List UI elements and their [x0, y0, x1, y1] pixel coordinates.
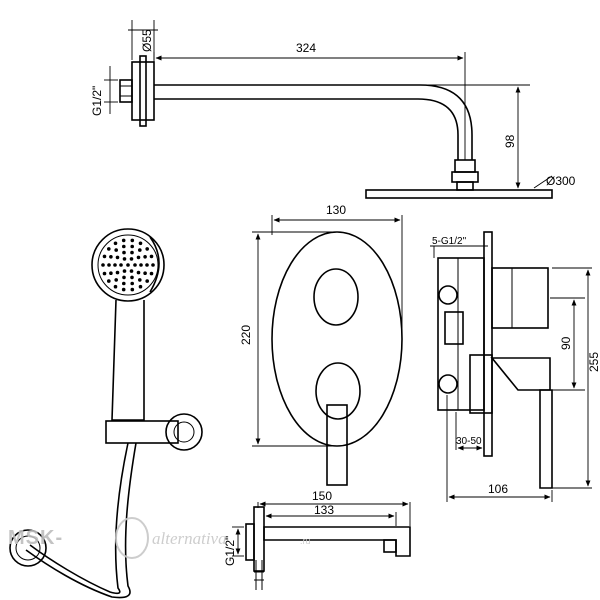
dim-98-label: 98: [503, 134, 517, 148]
wall-plate: [483, 231, 493, 457]
spray-nozzle: [129, 257, 134, 261]
side-upper-knob: [491, 267, 549, 329]
spray-nozzle: [130, 244, 134, 249]
spray-nozzle: [122, 281, 126, 286]
hand-shower-view: [9, 228, 203, 599]
wall-holder: [105, 420, 179, 444]
spray-nozzle: [122, 269, 127, 273]
inlet-port-lower: [438, 374, 458, 394]
spray-nozzle: [130, 275, 134, 280]
spray-nozzle: [107, 263, 111, 267]
spray-nozzle: [102, 254, 107, 259]
hand-shower-handle: [111, 299, 145, 421]
dim-d55-label: Ø55: [140, 29, 154, 52]
dim-150-label: 150: [312, 489, 332, 503]
mixer-front-view: 130 220: [239, 203, 403, 486]
bath-spout-view: 150 133 G1/2": [223, 489, 411, 590]
watermark-domain: .ru: [300, 536, 311, 546]
spray-nozzle: [122, 257, 127, 261]
spray-nozzle: [149, 254, 154, 259]
spray-nozzle: [113, 284, 118, 289]
spray-nozzles: [101, 238, 155, 292]
spray-nozzle: [138, 278, 142, 282]
spray-nozzle: [114, 278, 118, 282]
spray-nozzle: [136, 270, 141, 275]
dim-g12-top-label: G1/2": [90, 86, 104, 116]
dim-30-50-label: 30-50: [456, 436, 482, 447]
spray-nozzle: [130, 238, 135, 243]
spray-nozzle: [130, 250, 134, 255]
spray-nozzle: [101, 263, 105, 267]
wall-flange: [131, 61, 155, 121]
spray-nozzle: [138, 241, 143, 246]
spout-body: [263, 526, 411, 557]
spray-nozzle: [138, 248, 142, 252]
rain-shower-head: [365, 189, 553, 199]
spray-nozzle: [130, 287, 135, 292]
spray-nozzle: [122, 275, 126, 280]
cover-plate: [271, 231, 403, 447]
shower-arm-pipe: [154, 84, 473, 160]
spray-nozzle: [145, 263, 149, 267]
dim-133-label: 133: [314, 503, 334, 517]
spray-nozzle: [151, 263, 155, 267]
shower-arm-view: 324 Ø55 G1/2" 98 Ø300: [90, 20, 576, 199]
dim-324-label: 324: [296, 41, 316, 55]
spray-nozzle: [145, 247, 149, 251]
spray-nozzle: [115, 270, 120, 275]
dim-d300-label: Ø300: [546, 174, 576, 188]
spray-nozzle: [136, 255, 141, 260]
dim-220-label: 220: [239, 325, 253, 345]
spray-nozzle: [129, 269, 134, 273]
hand-shower-head: [91, 228, 165, 302]
spray-nozzle: [107, 247, 111, 251]
spray-nozzle: [143, 271, 147, 276]
mixer-side-view: 5-G1/2" 90 255 30-50 106: [430, 231, 600, 502]
wall-outlet-knob: [165, 413, 203, 451]
lower-knob: [315, 362, 361, 420]
hose-loop: [9, 529, 47, 567]
spray-nozzle: [113, 263, 117, 267]
spray-nozzle: [122, 244, 126, 249]
spray-nozzle: [143, 254, 147, 259]
spray-nozzle: [139, 263, 143, 267]
spray-nozzle: [149, 271, 154, 276]
spray-nozzle: [122, 250, 126, 255]
spray-nozzle: [145, 279, 149, 283]
spray-nozzle: [102, 271, 107, 276]
spray-nozzle: [113, 241, 118, 246]
side-lever: [490, 357, 551, 391]
spray-nozzle: [109, 254, 113, 259]
spray-nozzle: [121, 287, 126, 292]
inlet-port-upper: [438, 285, 458, 305]
spray-nozzle: [114, 248, 118, 252]
spray-nozzle: [109, 271, 113, 276]
dim-130-label: 130: [326, 203, 346, 217]
spray-nozzle: [115, 255, 120, 260]
spray-nozzle: [121, 238, 126, 243]
inlet-nipple: [119, 79, 133, 103]
spray-nozzle: [119, 263, 123, 267]
dim-port-label: 5-G1/2": [432, 236, 467, 247]
watermark-script: alternativa: [152, 529, 227, 548]
dim-106-label: 106: [488, 482, 508, 496]
dim-g12-spout-label: G1/2": [223, 536, 237, 566]
spray-nozzle: [138, 284, 143, 289]
dim-255-label: 255: [587, 352, 600, 372]
watermark: MSK- alternativa .ru: [8, 517, 311, 559]
watermark-brand: MSK-: [8, 527, 63, 549]
upper-knob: [313, 268, 359, 326]
spray-nozzle: [130, 281, 134, 286]
shower-hose: [29, 442, 129, 595]
mixer-lever: [326, 404, 348, 486]
dim-90-label: 90: [559, 336, 573, 350]
spray-nozzle: [133, 263, 137, 267]
spray-nozzle: [107, 279, 111, 283]
spray-nozzle: [126, 263, 130, 267]
